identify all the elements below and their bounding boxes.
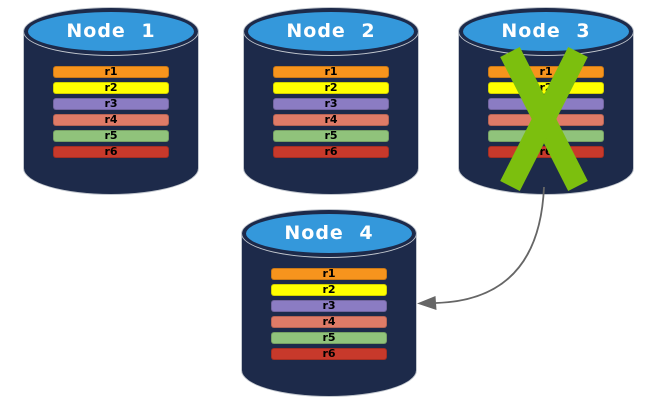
replication-arrow-path	[435, 186, 545, 304]
node-3-title: Node 3	[501, 20, 591, 42]
node-3-cylinder-top: Node 3	[459, 8, 633, 55]
failure-x-stroke-2	[500, 47, 588, 191]
node-1-cylinder-body	[24, 31, 198, 194]
node-4-row-r5: r5	[271, 332, 387, 344]
node-1-cylinder-top: Node 1	[24, 8, 198, 55]
failure-x-icon	[500, 47, 588, 191]
node-2-row-r2: r2	[273, 82, 389, 94]
node-2-row-r1: r1	[273, 66, 389, 78]
node-2: Node 2 r1 r2 r3 r4 r5 r6	[244, 8, 418, 194]
replication-arrowhead-icon	[417, 296, 437, 310]
node-1-row-r1: r1	[53, 66, 169, 78]
node-1-row-r3: r3	[53, 98, 169, 110]
node-4-row-r6: r6	[271, 348, 387, 360]
node-1-row-r2: r2	[53, 82, 169, 94]
node-1-rows: r1 r2 r3 r4 r5 r6	[53, 66, 169, 162]
node-4-rows: r1 r2 r3 r4 r5 r6	[271, 268, 387, 364]
node-4-cylinder-body	[242, 233, 416, 396]
node-2-rows: r1 r2 r3 r4 r5 r6	[273, 66, 389, 162]
node-4-row-r4: r4	[271, 316, 387, 328]
node-4-row-r3: r3	[271, 300, 387, 312]
node-1-row-r6: r6	[53, 146, 169, 158]
node-1-row-r4: r4	[53, 114, 169, 126]
node-1-row-r5: r5	[53, 130, 169, 142]
node-2-row-r5: r5	[273, 130, 389, 142]
node-4-row-r1: r1	[271, 268, 387, 280]
node-4: Node 4 r1 r2 r3 r4 r5 r6	[242, 210, 416, 396]
node-4-title: Node 4	[284, 222, 374, 244]
node-3: Node 3 r1 r2 r3 r4 r5 r6	[459, 8, 633, 194]
node-2-cylinder-top: Node 2	[244, 8, 418, 55]
node-2-row-r6: r6	[273, 146, 389, 158]
node-2-row-r4: r4	[273, 114, 389, 126]
node-4-row-r2: r2	[271, 284, 387, 296]
node-2-title: Node 2	[286, 20, 376, 42]
node-1: Node 1 r1 r2 r3 r4 r5 r6	[24, 8, 198, 194]
node-2-cylinder-body	[244, 31, 418, 194]
node-4-cylinder-top: Node 4	[242, 210, 416, 257]
node-2-row-r3: r3	[273, 98, 389, 110]
node-1-title: Node 1	[66, 20, 156, 42]
